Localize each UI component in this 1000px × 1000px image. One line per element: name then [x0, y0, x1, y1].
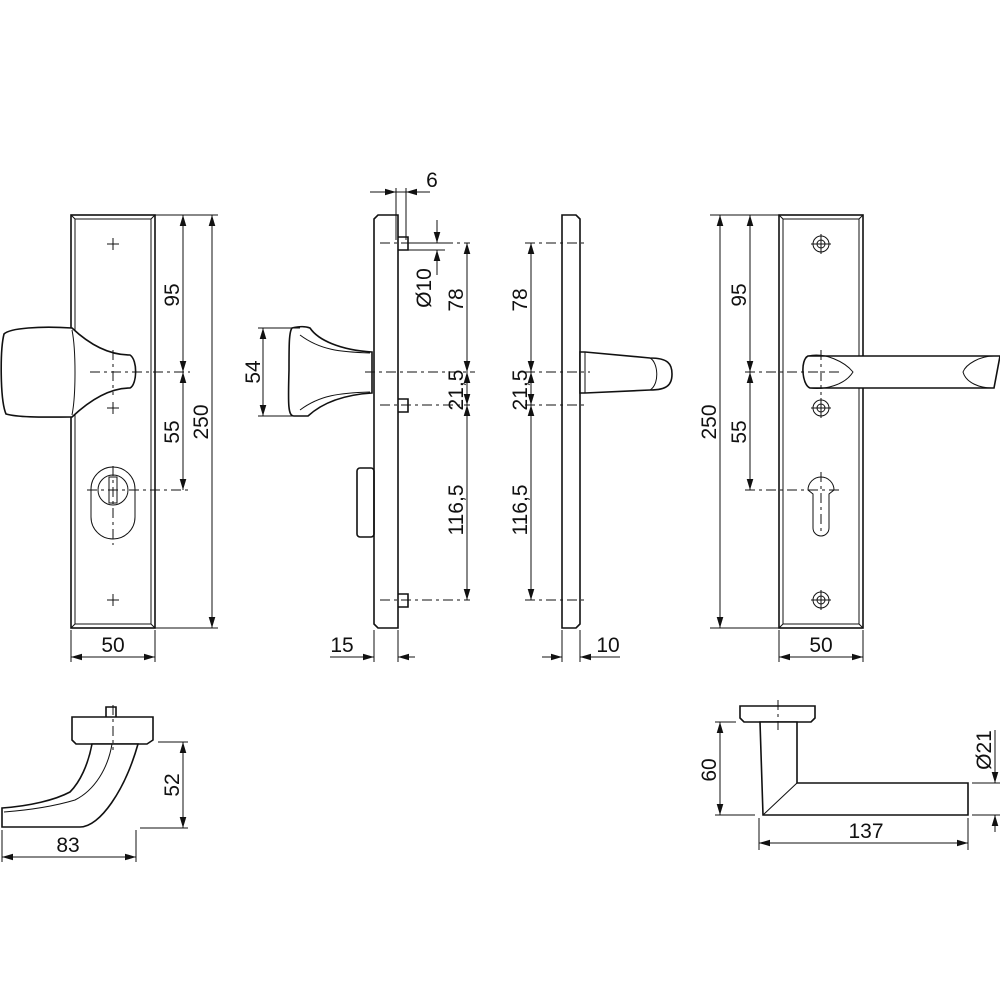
- dim-137: 137: [848, 820, 883, 843]
- lever-plate-side-view: 78 21,5 116,5 10: [509, 214, 673, 662]
- lever-plate-front-view: 95 55 250 50: [698, 214, 1000, 662]
- dim-21-5: 21,5: [509, 370, 532, 411]
- dim-116-5: 116,5: [445, 485, 468, 536]
- dim-54: 54: [242, 360, 265, 384]
- dim-diameter-10: Ø10: [413, 268, 436, 308]
- dim-250: 250: [190, 404, 213, 439]
- dim-10: 10: [596, 634, 619, 657]
- cylinder-hole: [87, 466, 190, 545]
- dim-52: 52: [161, 773, 184, 796]
- dim-55: 55: [161, 420, 184, 443]
- dim-21-5: 21,5: [445, 370, 468, 411]
- dim-250: 250: [698, 404, 721, 439]
- lever-top-view: 60 137 Ø21: [698, 700, 1000, 850]
- dim-95: 95: [161, 283, 184, 306]
- dim-116-5: 116,5: [509, 485, 532, 536]
- dim-diameter-21: Ø21: [973, 730, 996, 770]
- dim-95: 95: [728, 283, 751, 306]
- dim-78: 78: [445, 288, 468, 311]
- screw-mark-icon: [107, 238, 119, 606]
- knob-plate-side-view: 6 Ø10 54 78 21,5 116,5 15: [242, 169, 475, 662]
- screw-icon: [811, 234, 831, 610]
- dim-83: 83: [56, 834, 79, 857]
- dim-78: 78: [509, 288, 532, 311]
- dim-50: 50: [101, 634, 124, 657]
- dim-55: 55: [728, 420, 751, 443]
- dim-50: 50: [809, 634, 832, 657]
- dim-15: 15: [330, 634, 353, 657]
- dim-60: 60: [698, 758, 721, 781]
- dim-6: 6: [426, 169, 438, 192]
- knob-top-view: 52 83: [1, 705, 188, 862]
- knob-plate-front-view: 95 55 250 50: [0, 214, 218, 662]
